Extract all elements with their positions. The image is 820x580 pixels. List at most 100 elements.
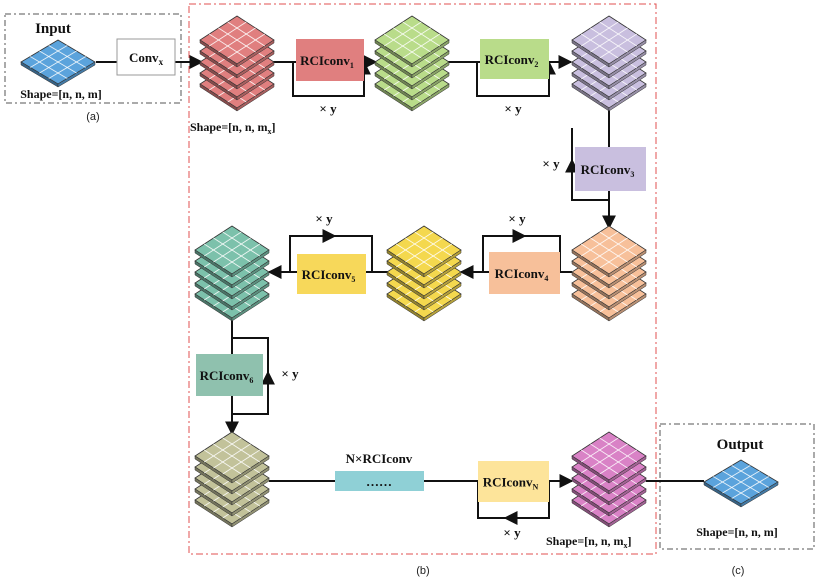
stack-7-layer-edge-right xyxy=(231,488,270,517)
input-map-face-grid xyxy=(30,56,68,79)
stack-8-layer-grid xyxy=(581,449,619,475)
stack-4-layer-grid xyxy=(599,243,637,269)
stack-3-layer-grid xyxy=(581,33,619,59)
stack-5-layer-edge-right xyxy=(423,260,462,289)
rciconv-label-4: RCIconv4 xyxy=(495,266,549,283)
stack-5 xyxy=(386,225,462,322)
stack-8-layer-edge-right xyxy=(608,466,647,495)
rciconv-box-3 xyxy=(575,147,646,191)
shape-first: Shape=[n, n, mx] xyxy=(190,120,276,136)
stack-1-layer-grid xyxy=(227,33,265,59)
stack-1-layer-grid xyxy=(209,33,247,59)
repeat-label: × y xyxy=(281,366,299,381)
stack-4-layer-edge-right xyxy=(608,271,647,300)
stack-8-layer-edge-right xyxy=(608,455,647,484)
stack-2 xyxy=(374,15,450,112)
input-title: Input xyxy=(35,21,71,37)
stack-5-layer-edge-right xyxy=(423,282,462,311)
rciconv-box-1 xyxy=(296,39,364,81)
repeat-label: × y xyxy=(503,525,521,540)
stack-6 xyxy=(194,225,270,322)
dots-box xyxy=(335,471,424,491)
repeat-label: × y xyxy=(504,101,522,116)
output-shape: Shape=[n, n, m] xyxy=(696,525,778,539)
repeat-label: × y xyxy=(315,211,333,226)
output-map-face-edge-right xyxy=(740,481,779,508)
input-frame xyxy=(4,13,182,104)
rciconv-box-5 xyxy=(297,254,366,294)
rciconv-label-3: RCIconv3 xyxy=(581,162,635,179)
output-map-face-grid xyxy=(722,470,760,494)
stack-1-layer-grid xyxy=(218,27,256,53)
stack-8-layer-edge-right xyxy=(608,488,647,517)
stack-1-layer-edge-right xyxy=(236,83,275,112)
stack-8-layer-grid xyxy=(590,443,628,469)
dots-label: …… xyxy=(366,474,392,489)
stack-2-layer-grid xyxy=(393,27,431,53)
stack-5-layer-edge-right xyxy=(423,249,462,278)
stack-7 xyxy=(194,431,270,528)
stack-4-layer-edge-right xyxy=(608,249,647,278)
output-map-face-grid xyxy=(731,476,769,499)
output-frame xyxy=(659,423,815,550)
stack-6-layer-grid xyxy=(213,237,251,263)
output-map-face-grid xyxy=(713,476,751,499)
rciconv-box-6 xyxy=(196,354,263,396)
stack-7-layer-edge-right xyxy=(231,477,270,506)
stack-5-layer-grid xyxy=(396,243,434,269)
stack-7-layer-grid xyxy=(213,443,251,469)
rciconv-label-2: RCIconv2 xyxy=(485,52,539,69)
input-map-face-edge-right xyxy=(57,61,96,88)
stack-6-layer-edge-right xyxy=(231,293,270,322)
stack-7-layer-edge-right xyxy=(231,499,270,528)
stack-6-layer-edge-right xyxy=(231,260,270,289)
stack-4-layer-edge-right xyxy=(608,293,647,322)
caption-a: (a) xyxy=(86,111,99,123)
caption-c: (c) xyxy=(732,565,745,577)
stack-2-layer-edge-right xyxy=(411,83,450,112)
stack-3-layer-grid xyxy=(599,33,637,59)
stack-2-layer-edge-right xyxy=(411,72,450,101)
rciconv-label-5: RCIconv5 xyxy=(302,267,356,284)
stack-3-layer-edge-right xyxy=(608,61,647,90)
n-rciconv-label: N×RCIconv xyxy=(346,451,413,466)
stack-8-layer-edge-right xyxy=(608,499,647,528)
stack-5-layer-grid xyxy=(405,237,443,263)
stack-7-layer-edge-right xyxy=(231,466,270,495)
stack-1-layer-edge-right xyxy=(236,61,275,90)
stack-2-layer-edge-right xyxy=(411,61,450,90)
feature-stacks xyxy=(20,15,779,528)
stack-4-layer-edge-right xyxy=(608,260,647,289)
stack-1 xyxy=(199,15,275,112)
input-map-face-grid xyxy=(39,50,77,74)
rciconv-box-4 xyxy=(489,252,560,294)
shape-last: Shape=[n, n, mx] xyxy=(546,534,632,550)
stack-3-layer-edge-right xyxy=(608,72,647,101)
input-shape: Shape=[n, n, m] xyxy=(20,87,102,101)
repeat-label: × y xyxy=(542,156,560,171)
stack-7-layer-grid xyxy=(204,449,242,475)
stack-6-layer-grid xyxy=(222,243,260,269)
repeat-label: × y xyxy=(508,211,526,226)
stack-5-layer-edge-right xyxy=(423,293,462,322)
stack-5-layer-grid xyxy=(414,243,452,269)
conv-box xyxy=(116,38,176,76)
input-map-face-grid xyxy=(48,56,86,79)
stack-3-layer-edge-right xyxy=(608,50,647,79)
stack-2-layer-edge-right xyxy=(411,50,450,79)
stack-6-layer-edge-right xyxy=(231,271,270,300)
stack-5-layer-edge-right xyxy=(423,271,462,300)
stack-4-layer-grid xyxy=(590,237,628,263)
stack-2-layer-grid xyxy=(402,33,440,59)
output-title: Output xyxy=(717,437,764,453)
stack-7-layer-edge-right xyxy=(231,455,270,484)
stack-7-layer-grid xyxy=(222,449,260,475)
stack-2-layer-grid xyxy=(384,33,422,59)
rciconv-label-1: RCIconv1 xyxy=(300,53,354,70)
stack-6-layer-edge-right xyxy=(231,282,270,311)
stack-8 xyxy=(571,431,647,528)
stack-6-layer-edge-right xyxy=(231,249,270,278)
stack-3-layer-grid xyxy=(590,27,628,53)
